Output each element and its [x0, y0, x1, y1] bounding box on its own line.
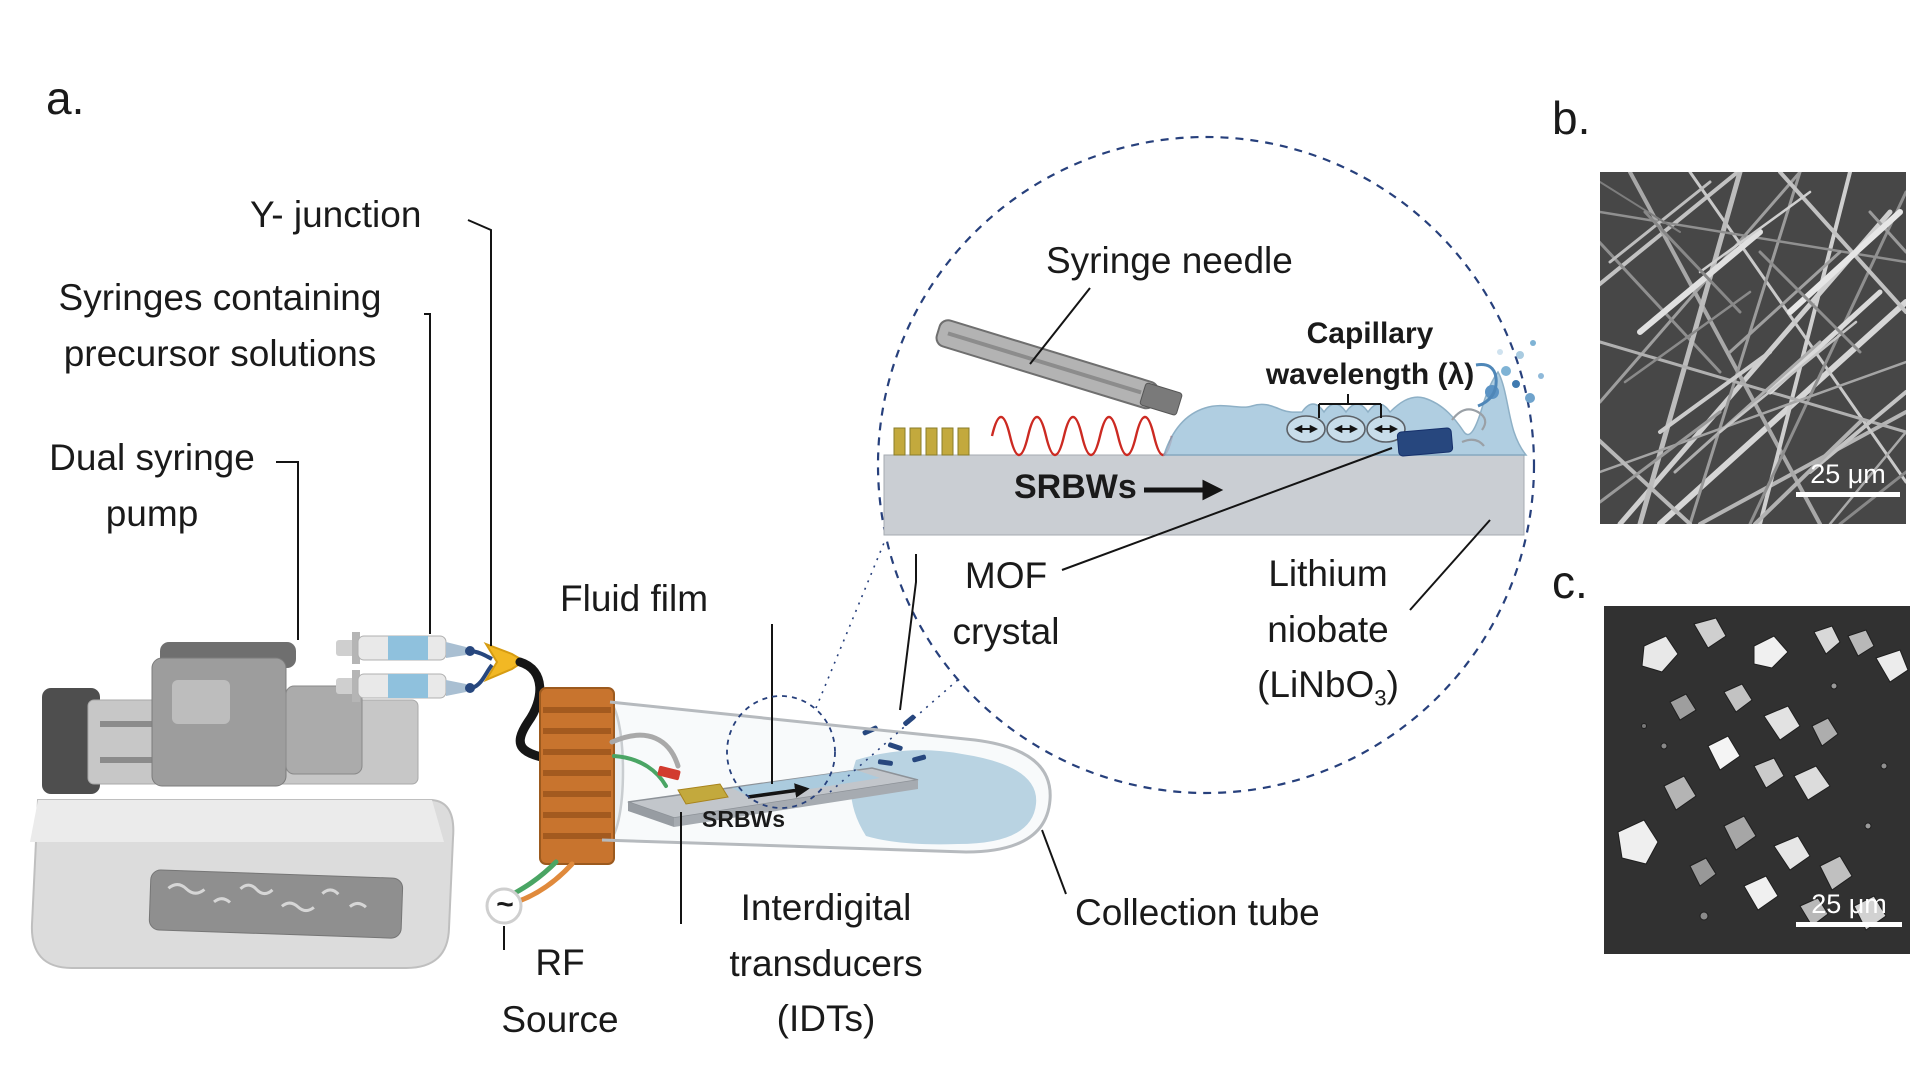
inset-substrate: [883, 454, 1525, 536]
sem-b-scalebar: 25 μm: [1796, 459, 1900, 498]
mof-label-line1: MOF: [964, 555, 1048, 596]
sem-c-scalebar: 25 μm: [1796, 889, 1902, 928]
pump-label-line1: Dual syringe: [49, 437, 255, 478]
y-junction-label: Y- junction: [250, 194, 422, 235]
lithium-label-line3: (LiNbO3): [1230, 657, 1426, 715]
capillary-wavelength-label: Capillary wavelength (λ): [1252, 314, 1488, 395]
rf-label-line2: Source: [501, 999, 619, 1041]
capillary-label-line2: wavelength (λ): [1265, 357, 1475, 391]
idts-label-line2: transducers: [729, 942, 923, 984]
outlet-tubing: [515, 657, 561, 765]
panel-a-label: a.: [46, 72, 85, 124]
sem-image-b: 25 μm: [1600, 172, 1906, 524]
leader-lines: [276, 219, 1491, 950]
spray-droplets: [1475, 340, 1544, 408]
collection-tube-label: Collection tube: [1075, 892, 1320, 933]
mof-label-line2: crystal: [952, 610, 1060, 652]
sem-b-scale-label: 25 μm: [1810, 459, 1886, 489]
sem-b-texture: [1600, 172, 1906, 524]
collection-tube-outline: [601, 700, 1052, 854]
idts-label-line1: Interdigital: [740, 887, 912, 928]
sem-c-scale-label: 25 μm: [1811, 889, 1887, 919]
fluid-film-label: Fluid film: [560, 578, 709, 619]
sem-c-particles: [1617, 617, 1909, 931]
syringes-label-line2: precursor solutions: [63, 332, 377, 374]
mof-crystal-label: MOF crystal: [922, 548, 1090, 659]
rf-label-line1: RF: [535, 942, 585, 983]
syringes-label: Syringes containing precursor solutions: [18, 270, 422, 381]
panel-c-label: c.: [1552, 556, 1588, 608]
inset-mof-crystal: [1396, 427, 1454, 457]
rf-tilde-symbol: ~: [496, 888, 514, 921]
linbo3-post: ): [1386, 664, 1399, 705]
inset-idt-fingers: [893, 427, 970, 456]
wavelength-bracket: [1318, 394, 1382, 418]
capillary-label-line1: Capillary: [1306, 317, 1434, 350]
panel-b-label: b.: [1552, 92, 1591, 144]
idts-label: Interdigital transducers (IDTs): [694, 880, 958, 1047]
pump-keypad: [148, 869, 404, 939]
syringes-label-line1: Syringes containing: [58, 277, 382, 318]
inset-acoustic-wave: [990, 415, 1174, 457]
sem-b-scale-line: [1796, 492, 1900, 498]
pump-label-line2: pump: [105, 492, 199, 534]
y-junction-fitting: [483, 642, 526, 683]
lithium-niobate-label: Lithium niobate (LiNbO3): [1230, 546, 1426, 715]
heater-block: [539, 687, 615, 865]
lithium-label-line2: niobate: [1267, 608, 1389, 650]
dual-syringe-pump-drawing: [30, 642, 455, 969]
syringes-drawing: [336, 632, 494, 702]
inset-magnifier: [876, 135, 1544, 795]
linbo3-pre: (LiNbO: [1257, 664, 1375, 705]
srbws-inset-label: SRBWs: [1014, 468, 1137, 506]
idts-label-line3: (IDTs): [776, 998, 876, 1039]
sem-image-c: 25 μm: [1604, 606, 1910, 954]
linbo3-subscript: 3: [1374, 685, 1387, 711]
sem-b-needles: [1600, 172, 1906, 524]
sem-c-texture: [1604, 606, 1910, 954]
sem-c-scale-line: [1796, 922, 1902, 928]
atomization-swirls: [1451, 408, 1487, 447]
rf-source-symbol-circle: [485, 887, 523, 925]
chip-srbw-arrow: [747, 783, 810, 799]
lithium-label-line1: Lithium: [1268, 553, 1388, 594]
pump-label: Dual syringe pump: [28, 430, 276, 541]
rf-source-label: RF Source: [460, 934, 660, 1049]
inset-syringe-needle: [935, 319, 1183, 416]
magnifier-link: [726, 537, 961, 809]
syringe-needle-label: Syringe needle: [1046, 240, 1293, 281]
srbws-chip-label: SRBWs: [702, 806, 786, 832]
linbo3-chip-drawing: [627, 767, 919, 827]
chip-idt-pad: [677, 783, 729, 805]
